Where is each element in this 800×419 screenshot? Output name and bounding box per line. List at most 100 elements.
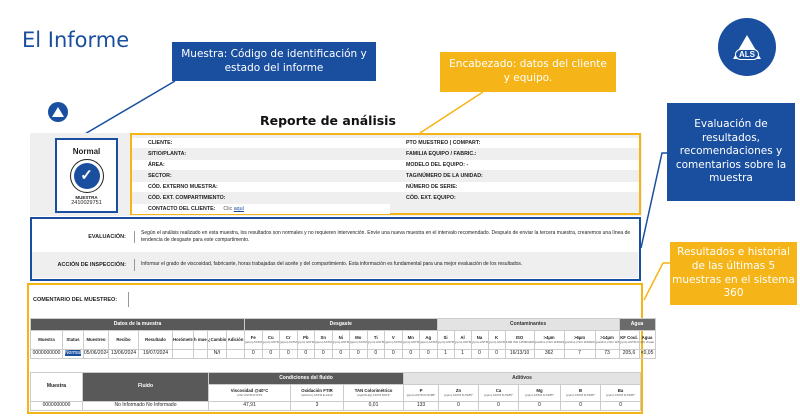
field-label: NÚMERO DE SERIE: (406, 184, 458, 190)
field-label: CÓD. EXT. EQUIPO: (406, 195, 456, 201)
comentario-label: COMENTARIO DEL MUESTREO: (33, 297, 118, 303)
column-name: Sn (320, 334, 327, 340)
connector-muestra (77, 80, 176, 139)
column-unit: (ppm) ASTM D-5185* (402, 339, 420, 344)
column-unit: (cSt) ASTM D7279 (236, 392, 262, 397)
column-unit: (ppm) ASTM D-5185* (315, 339, 332, 344)
column-header: >4µm(part/mL) ISO 11500/4406:2017 (533, 330, 565, 350)
column-unit: (ppm) ASTM D-5185* (385, 339, 402, 344)
field-label: SITIO/PLANTA: (148, 151, 187, 157)
column-unit: (ppm) ASTM D-5185* (606, 392, 635, 397)
column-header: Ni(ppm) ASTM D-5185* (331, 330, 351, 350)
column-unit: (ppm) ASTM D6304-A (619, 339, 638, 344)
field-label: CLIENTE: (148, 140, 173, 146)
column-header: Ca(ppm) ASTM D-5185* (478, 384, 520, 402)
table-cell: 205,6 (618, 349, 640, 359)
column-name: Agua (641, 334, 653, 340)
contact-link[interactable]: aquí (233, 206, 245, 212)
group-header: Agua (618, 318, 656, 331)
table-cell: 0 (600, 401, 642, 411)
field-right: PTO MUESTREO | COMPART: (390, 138, 639, 148)
column-header: Cr(ppm) ASTM D-5185* (279, 330, 298, 350)
group-header: Desgaste (244, 318, 438, 331)
table-cell: 3 (290, 401, 344, 411)
table-cell: 0 (331, 349, 351, 359)
column-unit: (ppm) ASTM D-5185* (437, 339, 455, 344)
column-header: >6µm(part/mL) ISO 11500/4406:2017 (563, 330, 596, 350)
field-label: CÓD. EXT. COMPARTIMIENTO: (148, 195, 226, 201)
als-logo-small (48, 102, 68, 122)
table-cell: 0 (244, 349, 263, 359)
column-unit: (ppm) ASTM D-5185* (367, 339, 385, 344)
table-cell (225, 349, 246, 359)
table-cell: N/I (207, 349, 227, 359)
column-name: Muestreo (86, 336, 106, 342)
column-unit: (part/mL) ISO 11500/4406:2017 (595, 339, 620, 344)
column-unit: (ppm) ASTM D-5185* (297, 339, 315, 344)
column-name: K (494, 334, 499, 340)
field-right: MODELO DEL EQUIPO: - (390, 160, 639, 170)
field-left: CÓD. EXTERNO MUESTRA: (132, 182, 390, 192)
table-cell: 0,01 (342, 401, 405, 411)
callout-evaluacion: Evaluación de resultados, recomendacione… (667, 103, 795, 201)
accion-text: Informar el grado de viscosidad, fabrica… (141, 261, 523, 268)
group-header: Aditivos (403, 372, 642, 385)
column-name: Pb (303, 334, 309, 340)
column-header: Mn(ppm) ASTM D-5185* (401, 330, 421, 350)
column-header: Ba(ppm) ASTM D-5185* (600, 384, 642, 402)
field-label: ÁREA: (148, 162, 165, 168)
column-header: Adición (225, 330, 246, 350)
column-unit: (ppm) ASTM D-5185* (262, 339, 280, 344)
column-name: ¿Cambio? (208, 336, 227, 342)
column-name: Mn (407, 334, 414, 340)
column-name: P (419, 387, 423, 393)
column-unit: (ppm) ASTM D-5185* (525, 392, 554, 397)
divider (128, 292, 129, 307)
column-name: Oxidación FTIR (301, 387, 333, 393)
table-cell: 0 (261, 349, 281, 359)
column-header: Mg(ppm) ASTM D-5185* (518, 384, 562, 402)
column-name: Al (460, 334, 465, 340)
field-right: FAMILIA EQUIPO / FABRIC.: (390, 149, 639, 159)
table-cell (193, 349, 208, 359)
table-cell: 0 (384, 349, 403, 359)
column-name: KF Coul. (620, 334, 638, 340)
connector-resultados (643, 262, 670, 301)
column-header: Status (62, 330, 84, 350)
table-cell: 0 (560, 401, 602, 411)
column-header: Resultado (138, 330, 173, 350)
field-right: CÓD. EXT. EQUIPO: (390, 193, 639, 203)
table-cell: 0000000000 (30, 349, 63, 359)
field-label: CÓD. EXTERNO MUESTRA: (148, 184, 218, 190)
table-cell: 1 (436, 349, 455, 359)
table-cell: Normal (62, 349, 84, 359)
column-header: Fe(ppm) ASTM D-5185* (244, 330, 263, 350)
table-cell: 0 (518, 401, 562, 411)
table-cell: 19/07/2024 (138, 349, 173, 359)
column-name: Cr (285, 334, 291, 340)
column-header: K(ppm) ASTM D-5185* (487, 330, 506, 350)
field-left: CONTACTO DEL CLIENTE:Clic aquí (132, 204, 390, 214)
evaluacion-label: EVALUACIÓN: (88, 234, 126, 240)
column-header: Sn(ppm) ASTM D-5185* (314, 330, 333, 350)
column-name: Recibo (116, 336, 131, 342)
column-name: Zn (455, 387, 462, 393)
field-label: SECTOR: (148, 173, 172, 179)
column-unit: (%) Visual (640, 339, 654, 344)
column-header: >14µm(part/mL) ISO 11500/4406:2017 (594, 330, 620, 350)
column-unit: (ppm) ASTM D-5185* (484, 392, 513, 397)
report-title: Reporte de análisis (260, 113, 396, 128)
column-header: Mo(ppm) ASTM D-5185* (349, 330, 368, 350)
column-header: Si(ppm) ASTM D-5185* (436, 330, 455, 350)
column-name: Ag (425, 334, 432, 340)
als-logo-text: ALS (735, 48, 759, 60)
column-name: Fe (250, 334, 256, 340)
column-header: h muestra (193, 330, 208, 350)
group-header: Muestra (30, 372, 83, 402)
